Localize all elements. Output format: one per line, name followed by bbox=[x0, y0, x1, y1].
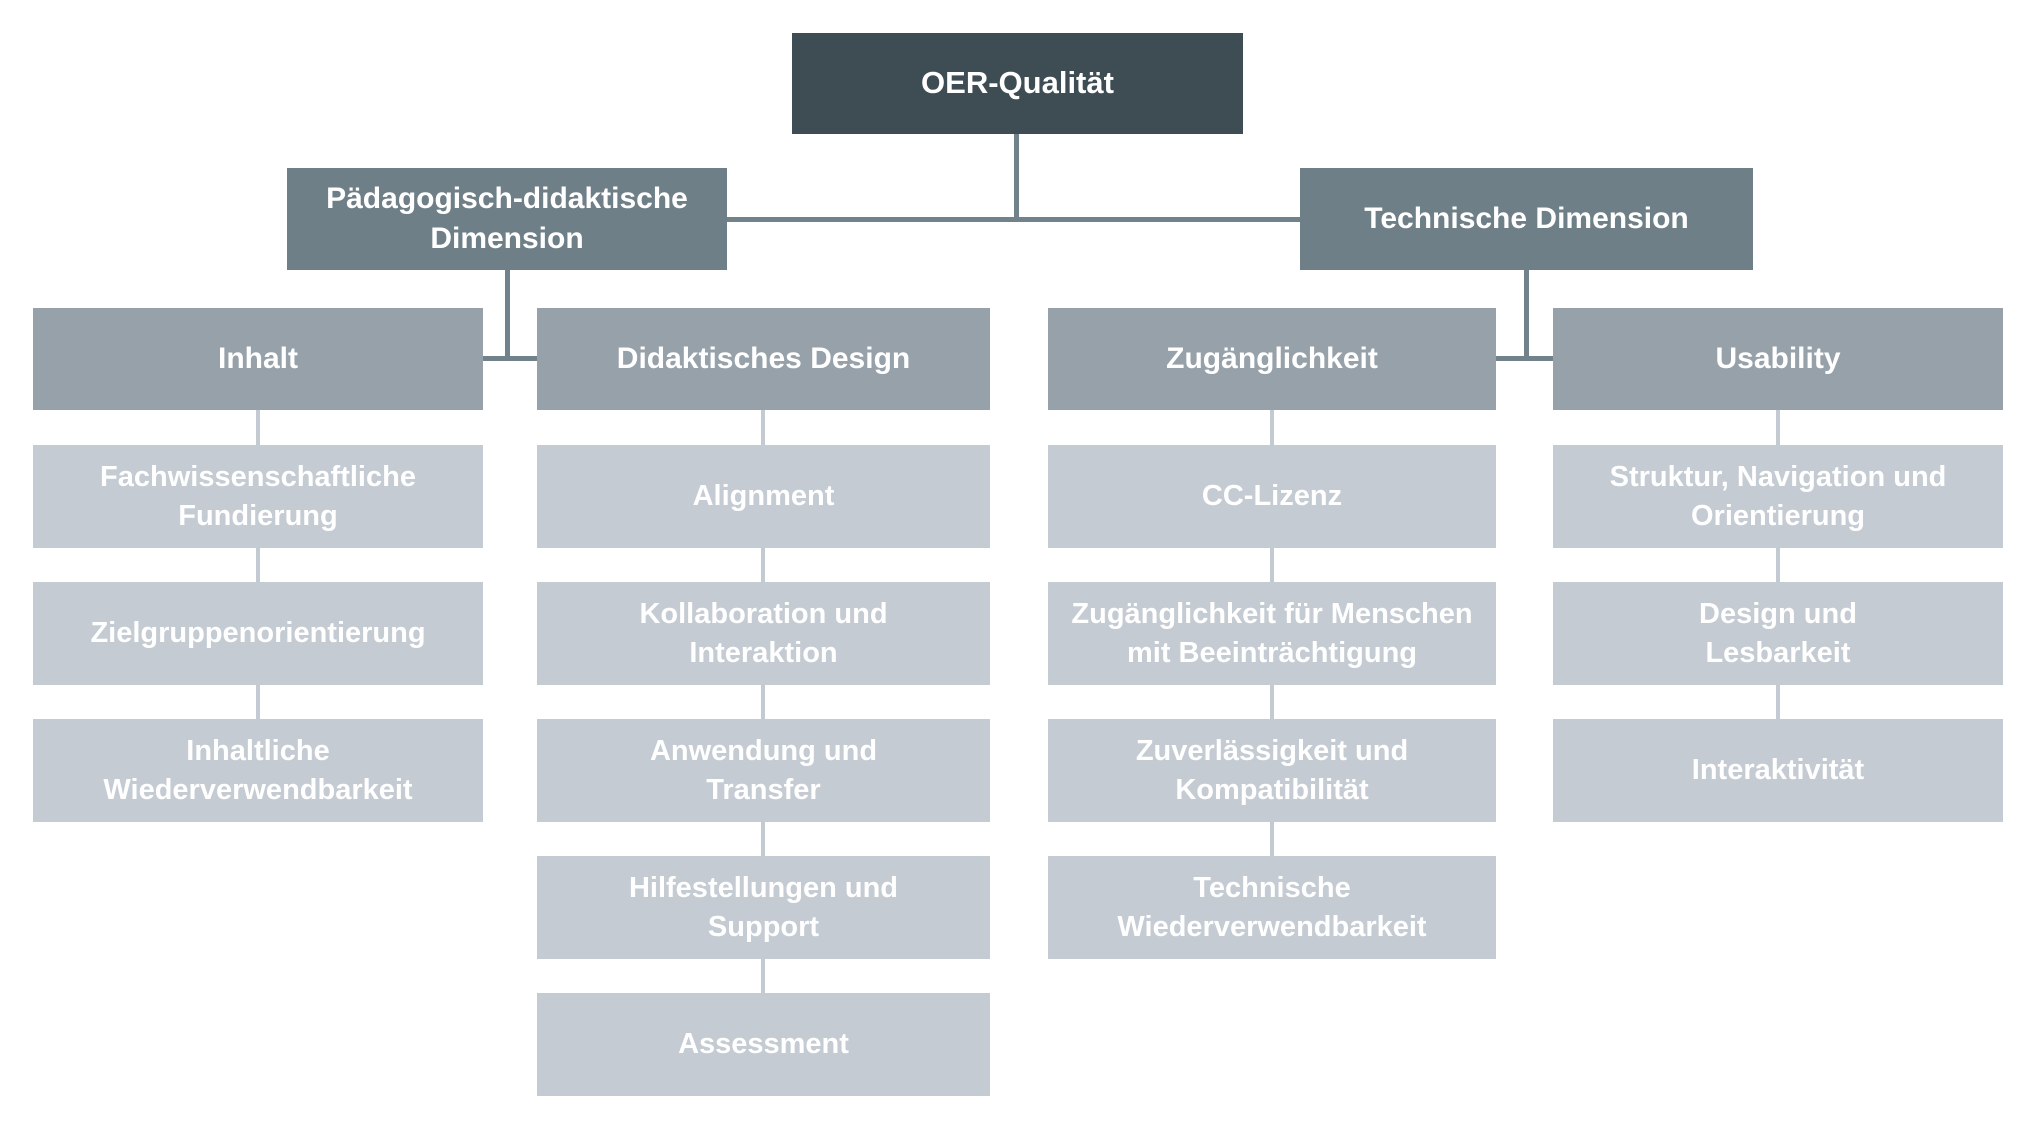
connector-col2-seg2 bbox=[761, 548, 765, 582]
node-technische-dimension: Technische Dimension bbox=[1300, 168, 1753, 270]
node-kollaboration-und-interaktion: Kollaboration und Interaktion bbox=[537, 582, 990, 685]
node-alignment: Alignment bbox=[537, 445, 990, 548]
connector-col1-seg2 bbox=[256, 548, 260, 582]
connector-col2-seg4 bbox=[761, 822, 765, 856]
connector-col2-seg1 bbox=[761, 410, 765, 445]
node-usability: Usability bbox=[1553, 308, 2003, 410]
node-zuverlaessigkeit-und-kompatibilitaet: Zuverlässigkeit und Kompatibilität bbox=[1048, 719, 1496, 822]
connector-paedagogisch-drop bbox=[505, 270, 510, 361]
connector-col3-seg1 bbox=[1270, 410, 1274, 445]
connector-col2-seg3 bbox=[761, 685, 765, 719]
connector-col2-seg5 bbox=[761, 959, 765, 993]
node-fachwissenschaftliche-fundierung: Fachwissenschaftliche Fundierung bbox=[33, 445, 483, 548]
node-inhaltliche-wiederverwendbarkeit: Inhaltliche Wiederverwendbarkeit bbox=[33, 719, 483, 822]
connector-col4-seg3 bbox=[1776, 685, 1780, 719]
node-paedagogisch-didaktische-dimension: Pädagogisch-didaktische Dimension bbox=[287, 168, 727, 270]
connector-col3-seg3 bbox=[1270, 685, 1274, 719]
node-hilfestellungen-und-support: Hilfestellungen und Support bbox=[537, 856, 990, 959]
node-zugaenglichkeit: Zugänglichkeit bbox=[1048, 308, 1496, 410]
node-design-und-lesbarkeit: Design und Lesbarkeit bbox=[1553, 582, 2003, 685]
node-inhalt: Inhalt bbox=[33, 308, 483, 410]
connector-dimensions-bar bbox=[727, 217, 1300, 222]
connector-technische-bar bbox=[1496, 356, 1553, 361]
connector-col1-seg1 bbox=[256, 410, 260, 445]
connector-col4-seg1 bbox=[1776, 410, 1780, 445]
node-cc-lizenz: CC-Lizenz bbox=[1048, 445, 1496, 548]
node-technische-wiederverwendbarkeit: Technische Wiederverwendbarkeit bbox=[1048, 856, 1496, 959]
connector-paedagogisch-bar bbox=[483, 356, 537, 361]
node-assessment: Assessment bbox=[537, 993, 990, 1096]
node-didaktisches-design: Didaktisches Design bbox=[537, 308, 990, 410]
connector-technische-drop bbox=[1524, 270, 1529, 361]
connector-col3-seg4 bbox=[1270, 822, 1274, 856]
node-zugaenglichkeit-fuer-menschen: Zugänglichkeit für Menschen mit Beeinträ… bbox=[1048, 582, 1496, 685]
connector-col4-seg2 bbox=[1776, 548, 1780, 582]
node-interaktivitaet: Interaktivität bbox=[1553, 719, 2003, 822]
node-oer-qualitaet: OER-Qualität bbox=[792, 33, 1243, 134]
connector-col3-seg2 bbox=[1270, 548, 1274, 582]
node-anwendung-und-transfer: Anwendung und Transfer bbox=[537, 719, 990, 822]
connector-col1-seg3 bbox=[256, 685, 260, 719]
connector-root-drop bbox=[1014, 134, 1019, 221]
node-zielgruppenorientierung: Zielgruppenorientierung bbox=[33, 582, 483, 685]
node-struktur-navigation-orientierung: Struktur, Navigation und Orientierung bbox=[1553, 445, 2003, 548]
